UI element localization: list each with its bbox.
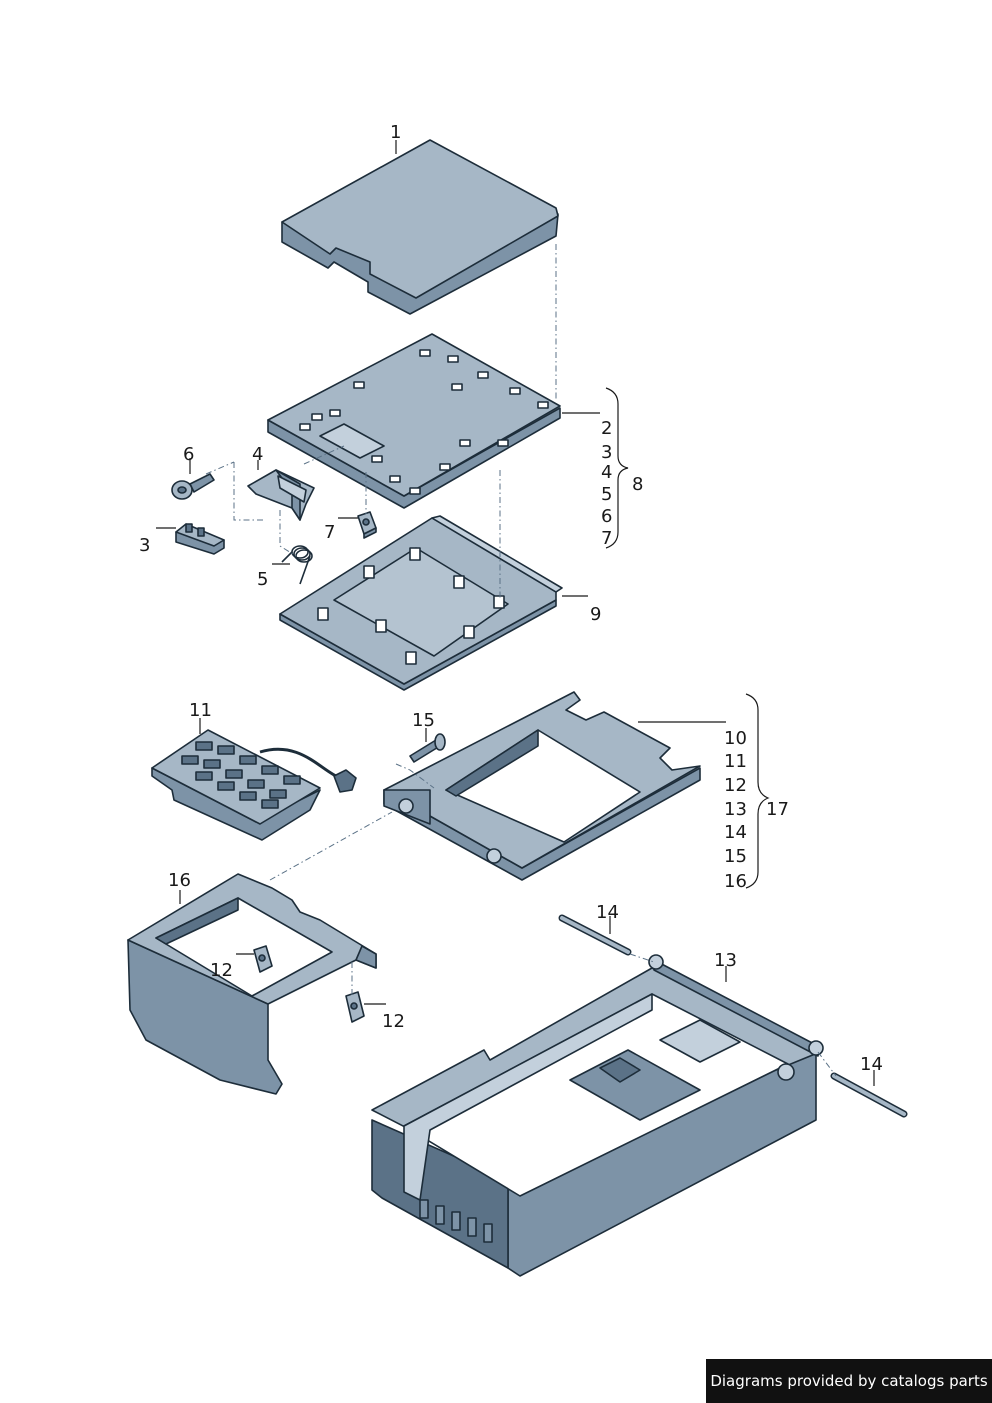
part-7-clip-nut — [357, 511, 377, 539]
callout-11: 11 — [189, 700, 212, 721]
callout-8: 8 — [632, 474, 643, 495]
callout-1: 1 — [390, 122, 401, 143]
leader-lines — [156, 140, 875, 1086]
part-4-hinge-bracket — [247, 469, 315, 521]
alignment-lines — [205, 244, 837, 1077]
part-13-storage-box — [371, 954, 824, 1277]
callout-3: 3 — [601, 442, 612, 463]
callout-5: 5 — [601, 484, 612, 505]
footer-credit-banner: Diagrams provided by catalogs parts — [706, 1359, 992, 1403]
callout-12: 12 — [382, 1011, 405, 1032]
callout-2: 2 — [601, 418, 612, 439]
footer-credit-text: Diagrams provided by catalogs parts — [710, 1372, 988, 1390]
part-12-clip-nuts — [253, 945, 365, 1023]
callout-15: 15 — [724, 846, 747, 867]
part-5-torsion-spring — [281, 545, 313, 585]
callout-6: 6 — [183, 444, 194, 465]
part-3-latch-button — [175, 523, 225, 555]
callout-14: 14 — [724, 822, 747, 843]
callout-9: 9 — [590, 604, 601, 625]
callout-12: 12 — [210, 960, 233, 981]
part-10-hinge-frame — [383, 691, 701, 881]
callout-7: 7 — [324, 522, 335, 543]
callout-11: 11 — [724, 751, 747, 772]
callout-6: 6 — [601, 506, 612, 527]
callout-labels: 1 2 3 4 5 6 7 8 3 4 5 6 7 9 10 11 12 13 … — [139, 122, 883, 1075]
part-11-keypad-module — [151, 729, 357, 841]
callout-4: 4 — [252, 444, 263, 465]
callout-15: 15 — [412, 710, 435, 731]
callout-16: 16 — [724, 871, 747, 892]
callout-17: 17 — [766, 799, 789, 820]
part-2-lid-frame — [267, 333, 561, 509]
group-braces — [605, 387, 770, 889]
part-14-pins — [558, 914, 908, 1118]
part-9-base-tray — [279, 515, 563, 691]
callout-14: 14 — [860, 1054, 883, 1075]
callout-10: 10 — [724, 728, 747, 749]
callout-14: 14 — [596, 902, 619, 923]
part-16-front-cover — [127, 873, 377, 1095]
callout-12: 12 — [724, 775, 747, 796]
part-6-screw — [171, 473, 215, 500]
part-1-lid-cushion — [281, 139, 559, 315]
callout-13: 13 — [714, 950, 737, 971]
callout-5: 5 — [257, 569, 268, 590]
callout-3: 3 — [139, 535, 150, 556]
part-15-pin-screw — [409, 733, 446, 763]
callout-13: 13 — [724, 799, 747, 820]
callout-4: 4 — [601, 462, 612, 483]
callout-16: 16 — [168, 870, 191, 891]
callout-7: 7 — [601, 528, 612, 549]
